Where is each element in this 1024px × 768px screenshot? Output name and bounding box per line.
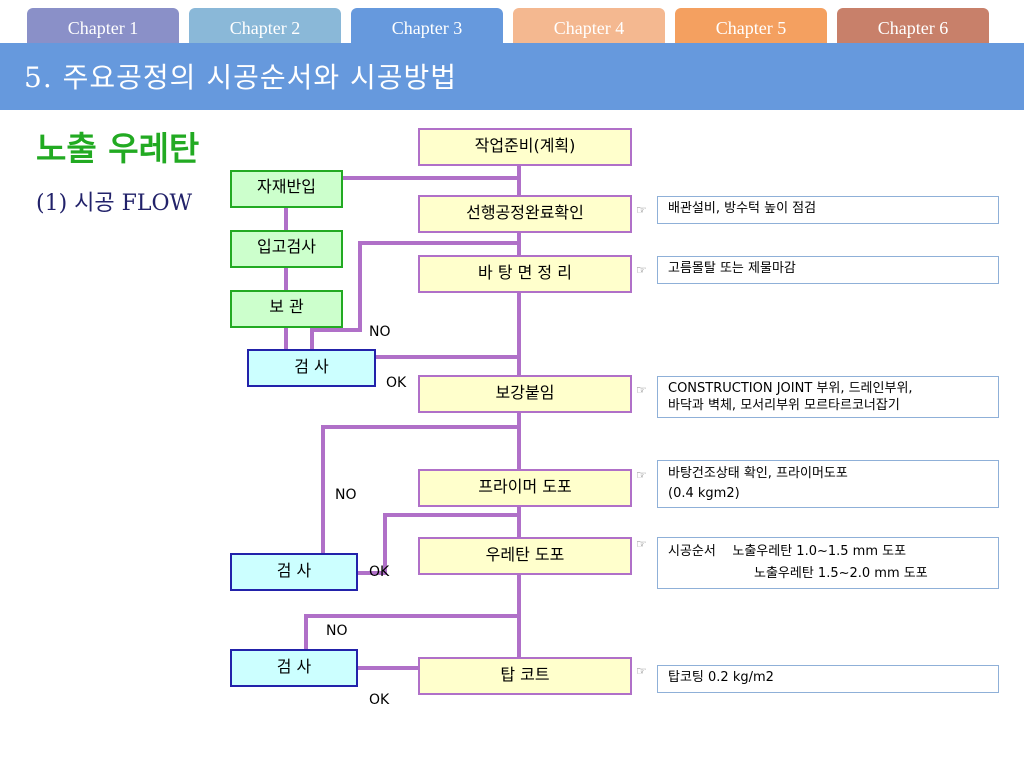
- tab-chapter-4[interactable]: Chapter 4: [513, 8, 665, 44]
- tab-chapter-5[interactable]: Chapter 5: [675, 8, 827, 44]
- step-urethane: 우레탄 도포: [418, 537, 632, 575]
- ok-label-1: OK: [386, 375, 407, 391]
- hand-pointer-icon: ☞: [636, 537, 647, 551]
- title-bar: [0, 43, 1024, 110]
- note-primer-line-1: 바탕건조상태 확인, 프라이머도포: [668, 466, 848, 481]
- inspection-3-no-line: [304, 614, 519, 649]
- step-preparation: 작업준비(계획): [418, 128, 632, 166]
- inspection-box-2: 검 사: [230, 553, 358, 591]
- inspection-2-no-line: [321, 425, 519, 553]
- hand-pointer-icon: ☞: [636, 203, 647, 217]
- note-reinforcement-line-2: 바닥과 벽체, 모서리부위 모르타르코너잡기: [668, 398, 900, 413]
- note-reinforcement: CONSTRUCTION JOINT 부위, 드레인부위, 바닥과 벽체, 모서…: [657, 376, 999, 418]
- note-reinforcement-line-1: CONSTRUCTION JOINT 부위, 드레인부위,: [668, 381, 913, 396]
- no-label-2: NO: [335, 487, 357, 503]
- note-primer: 바탕건조상태 확인, 프라이머도포 (0.4 kgm2): [657, 460, 999, 508]
- step-primer: 프라이머 도포: [418, 469, 632, 507]
- note-surface-prep: 고름몰탈 또는 제물마감: [657, 256, 999, 284]
- page-title: 5. 주요공정의 시공순서와 시공방법: [24, 61, 458, 94]
- storage: 보 관: [230, 290, 343, 328]
- ok-label-2: OK: [369, 564, 390, 580]
- step-surface-prep: 바 탕 면 정 리: [418, 255, 632, 293]
- no-label-1: NO: [369, 324, 391, 340]
- section-subtitle: 노출 우레탄: [36, 129, 200, 168]
- tab-chapter-1[interactable]: Chapter 1: [27, 8, 179, 44]
- inspection-box-3: 검 사: [230, 649, 358, 687]
- step-top-coat: 탑 코트: [418, 657, 632, 695]
- note-top-coat: 탑코팅 0.2 kg/m2: [657, 665, 999, 693]
- note-primer-line-2: (0.4 kgm2): [668, 486, 740, 501]
- material-delivery: 자재반입: [230, 170, 343, 208]
- step-reinforcement: 보강붙임: [418, 375, 632, 413]
- incoming-inspection: 입고검사: [230, 230, 343, 268]
- note-prior-work: 배관설비, 방수턱 높이 점검: [657, 196, 999, 224]
- tab-chapter-3[interactable]: Chapter 3: [351, 8, 503, 44]
- note-urethane: 시공순서 노출우레탄 1.0~1.5 mm 도포 노출우레탄 1.5~2.0 m…: [657, 537, 999, 589]
- step-prior-work-check: 선행공정완료확인: [418, 195, 632, 233]
- inspection-1-no-line: [310, 241, 519, 349]
- note-urethane-line-1: 시공순서 노출우레탄 1.0~1.5 mm 도포: [668, 544, 907, 559]
- note-urethane-line-2: 노출우레탄 1.5~2.0 mm 도포: [754, 566, 928, 581]
- hand-pointer-icon: ☞: [636, 383, 647, 397]
- inspection-2-ok-line: [358, 513, 519, 575]
- hand-pointer-icon: ☞: [636, 664, 647, 678]
- inspection-box-1: 검 사: [247, 349, 376, 387]
- tab-chapter-2[interactable]: Chapter 2: [189, 8, 341, 44]
- hand-pointer-icon: ☞: [636, 263, 647, 277]
- ok-label-3: OK: [369, 692, 390, 708]
- tab-chapter-6[interactable]: Chapter 6: [837, 8, 989, 44]
- flow-label: (1) 시공 FLOW: [36, 191, 193, 216]
- no-label-3: NO: [326, 623, 348, 639]
- hand-pointer-icon: ☞: [636, 468, 647, 482]
